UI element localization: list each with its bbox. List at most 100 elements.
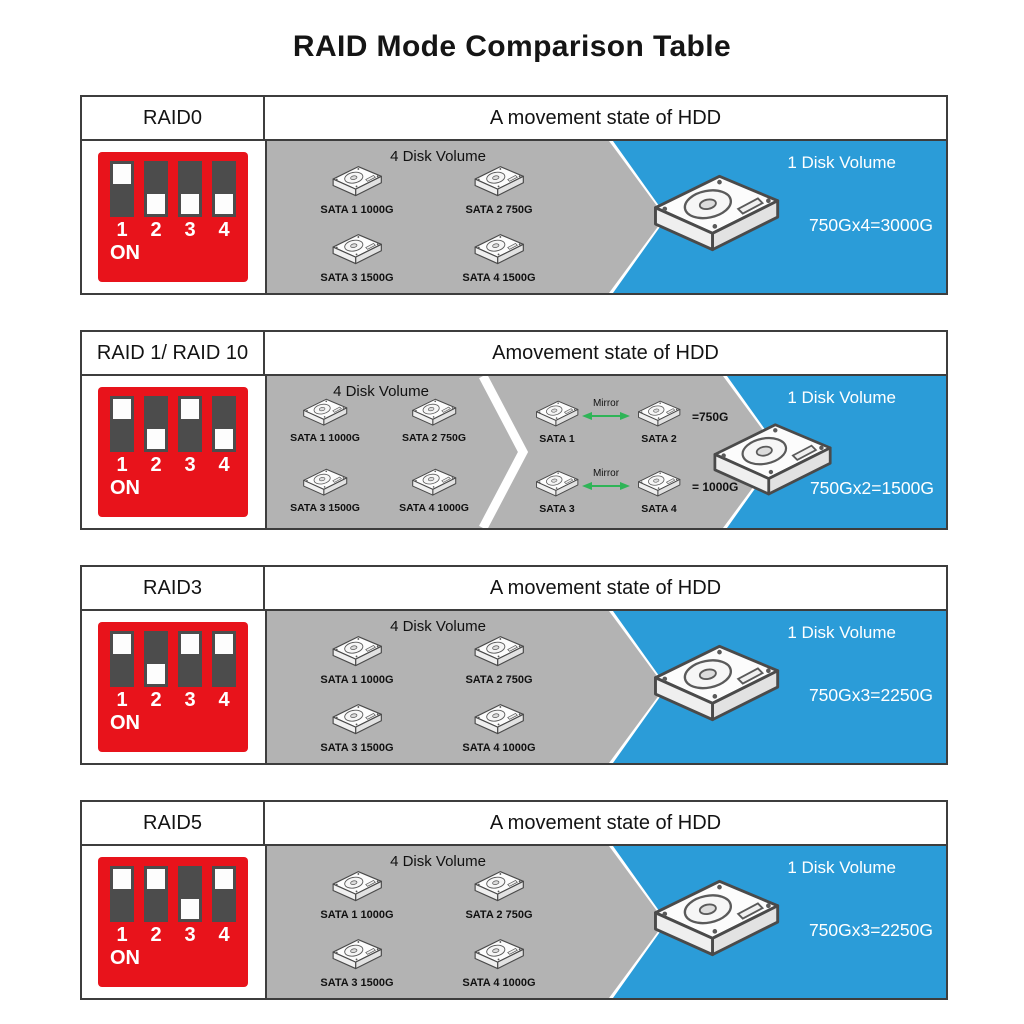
- mirror-pair: SATA 1 Mirror SATA 2 =750G: [529, 398, 787, 462]
- disk-item: SATA 1 1000G: [297, 868, 417, 921]
- hdd-icon: [300, 466, 350, 500]
- disk-item: SATA 2 750G: [439, 868, 559, 921]
- hdd-icon: [471, 868, 527, 907]
- hdd-icon-large: [645, 637, 787, 735]
- raid-subtitle: A movement state of HDD: [489, 106, 722, 129]
- disk-item: SATA 1: [529, 398, 585, 445]
- raid-subtitle: A movement state of HDD: [489, 576, 722, 599]
- hdd-icon: [471, 633, 527, 672]
- hdd-icon: [300, 396, 350, 430]
- disk-item: SATA 4: [631, 468, 687, 515]
- hdd-icon: [471, 231, 527, 270]
- hdd-icon: [533, 468, 581, 501]
- disk-item: SATA 4 1000G: [379, 466, 489, 514]
- hdd-icon: [329, 231, 385, 270]
- disk-item: SATA 3 1500G: [297, 231, 417, 284]
- mirror-result: = 1000G: [692, 480, 739, 494]
- disk-label: SATA 2 750G: [465, 673, 533, 686]
- hdd-state-stage: 4 Disk Volume SATA 1 1000G SATA 2 750G S…: [267, 846, 946, 998]
- disk-label: SATA 4: [641, 503, 677, 516]
- dip-switches: [98, 161, 248, 217]
- mirror-arrow: Mirror: [581, 468, 631, 497]
- raid-subtitle: Amovement state of HDD: [492, 341, 719, 364]
- section-header: RAID0 A movement state of HDD: [82, 97, 946, 141]
- hdd-icon-large: [705, 416, 839, 508]
- disk-label: SATA 2 750G: [465, 908, 533, 921]
- hdd-state-stage: 4 Disk Volume SATA 1 1000G SATA 2 750G S…: [267, 376, 946, 528]
- capacity-formula: 750Gx4=3000G: [808, 215, 933, 235]
- mirror-arrow: Mirror: [581, 398, 631, 427]
- disk-item: SATA 4 1000G: [439, 701, 559, 754]
- multi-disk-panel: [267, 846, 665, 998]
- disk-item: SATA 2 750G: [439, 163, 559, 216]
- multi-disk-panel: [267, 141, 665, 293]
- hdd-icon: [533, 398, 581, 431]
- raid-mode-name: RAID5: [82, 802, 265, 844]
- disk-item: SATA 3 1500G: [297, 936, 417, 989]
- hdd-state-stage: 4 Disk Volume SATA 1 1000G SATA 2 750G S…: [267, 141, 946, 293]
- capacity-formula: 750Gx3=2250G: [808, 685, 933, 705]
- multi-disk-title: 4 Disk Volume: [390, 853, 486, 870]
- disk-item: SATA 2 750G: [379, 396, 489, 444]
- disk-label: SATA 2 750G: [465, 203, 533, 216]
- hdd-icon: [329, 701, 385, 740]
- dip-on-label: ON: [110, 712, 140, 734]
- disk-label: SATA 3 1500G: [320, 741, 394, 754]
- mirror-label: Mirror: [592, 468, 620, 479]
- single-volume-title: 1 Disk Volume: [787, 388, 896, 407]
- section-header: RAID 1/ RAID 10 Amovement state of HDD: [82, 332, 946, 376]
- mirror-arrow-icon: [582, 482, 630, 490]
- raid-subtitle: A movement state of HDD: [489, 811, 722, 834]
- multi-disk-title: 4 Disk Volume: [390, 148, 486, 165]
- dip-on-label: ON: [110, 477, 140, 499]
- disk-label: SATA 4 1000G: [462, 976, 536, 989]
- raid-mode-name: RAID 1/ RAID 10: [82, 332, 265, 374]
- disk-label: SATA 1 1000G: [320, 908, 394, 921]
- hdd-icon: [471, 701, 527, 740]
- disk-item: SATA 3: [529, 468, 585, 515]
- chevron-divider-icon: [479, 376, 529, 528]
- hdd-icon: [635, 468, 683, 501]
- disk-label: SATA 4 1500G: [462, 271, 536, 284]
- disk-item: SATA 4 1500G: [439, 231, 559, 284]
- section-header: RAID5 A movement state of HDD: [82, 802, 946, 846]
- hdd-icon: [635, 398, 683, 431]
- mirror-pairs: SATA 1 Mirror SATA 2 =750G SATA 3 Mirr: [529, 376, 787, 528]
- hdd-icon: [471, 163, 527, 202]
- disk-item: SATA 4 1000G: [439, 936, 559, 989]
- single-volume-title: 1 Disk Volume: [787, 623, 896, 642]
- disk-item: SATA 1 1000G: [270, 396, 380, 444]
- single-volume-title: 1 Disk Volume: [787, 858, 896, 877]
- mirror-arrow-icon: [582, 412, 630, 420]
- disk-label: SATA 3 1500G: [320, 271, 394, 284]
- dip-switches: [98, 866, 248, 922]
- hdd-icon: [409, 466, 459, 500]
- raid-mode-name: RAID0: [82, 97, 265, 139]
- hdd-icon: [329, 163, 385, 202]
- disk-label: SATA 1 1000G: [320, 673, 394, 686]
- disk-label: SATA 4 1000G: [462, 741, 536, 754]
- mirror-label: Mirror: [592, 398, 620, 409]
- disk-item: SATA 2 750G: [439, 633, 559, 686]
- multi-disk-title: 4 Disk Volume: [333, 383, 429, 400]
- disk-label: SATA 3 1500G: [320, 976, 394, 989]
- disk-label: SATA 1 1000G: [320, 203, 394, 216]
